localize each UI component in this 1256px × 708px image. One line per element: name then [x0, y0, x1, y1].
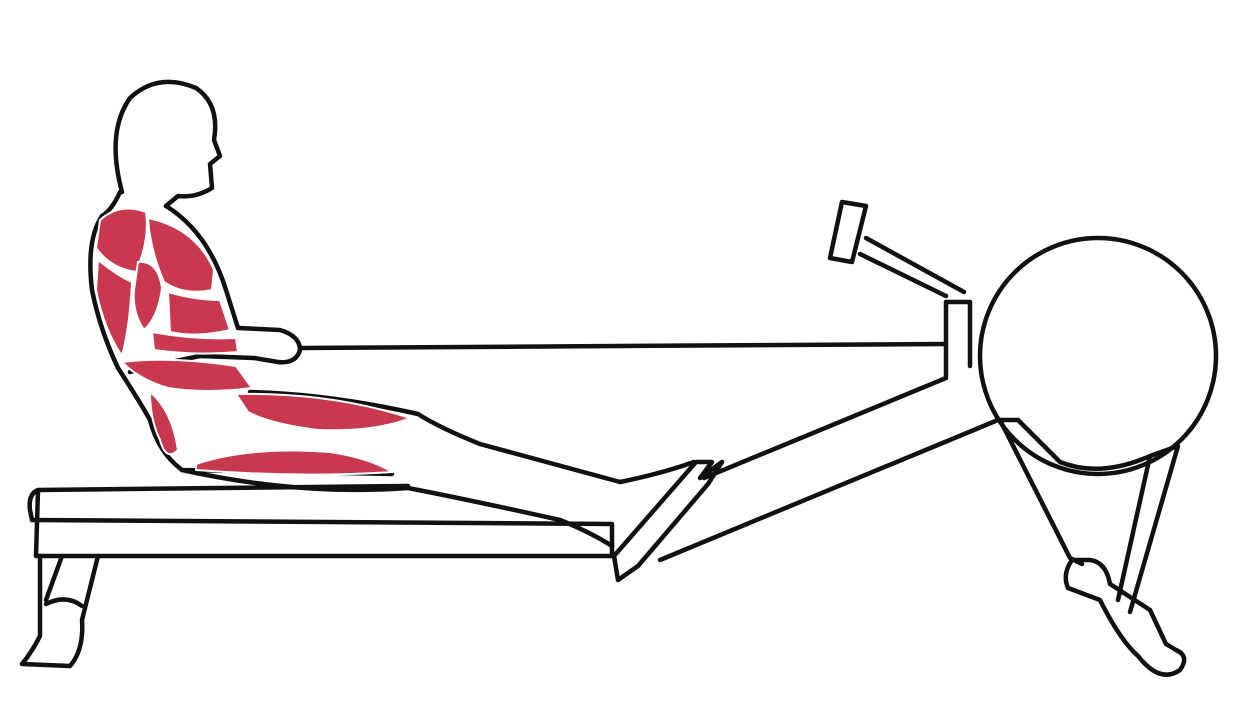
handle-arm [860, 238, 964, 296]
muscle-biceps [134, 262, 162, 330]
seat-rail [30, 486, 612, 556]
muscle-obliques [150, 392, 178, 454]
rail-front-foot [46, 599, 82, 606]
muscle-triceps [168, 292, 230, 335]
muscle-abdominals [122, 360, 252, 391]
muscle-latissimus [96, 260, 132, 356]
muscle-hamstrings [196, 451, 392, 475]
rail-front-leg [22, 556, 98, 666]
head [116, 82, 220, 206]
muscle-quadriceps [236, 394, 410, 430]
highlighted-muscles [96, 208, 410, 474]
monorail [660, 302, 1018, 560]
pull-cord [300, 344, 946, 348]
flywheel [980, 238, 1216, 474]
